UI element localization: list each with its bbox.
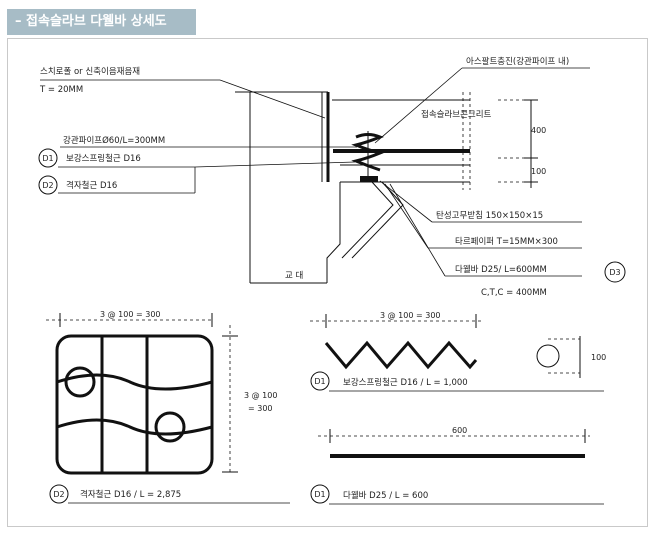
- grid-outer-loop: [55, 334, 214, 475]
- circle-d2-label: D2: [42, 181, 53, 190]
- grid-dim-side-1: 3 @ 100: [244, 391, 277, 400]
- spring-reinforcement: [351, 131, 385, 178]
- circle-d1: [38, 148, 58, 168]
- label-pipe: 강관파이프Ø60/L=300MM: [63, 135, 165, 146]
- dim-100: 100: [531, 167, 546, 176]
- dowel-circle: [310, 484, 330, 504]
- grid-rebar-detail: 3 @ 100 = 300 3 @ 100 = 300 D2 격자철근 D16 …: [46, 310, 290, 504]
- spring-dim-top: 3 @ 100 = 300: [380, 311, 441, 320]
- dowel-dim-top: 600: [452, 426, 467, 435]
- label-dowel: 다웰바 D25/ L=600MM: [455, 264, 547, 275]
- spring-rebar-detail: 3 @ 100 = 300 100 D1 보강스프링철근 D16 / L = 1…: [310, 311, 606, 392]
- abutment-bracket-outline: [326, 182, 341, 283]
- grid-verticals: [100, 336, 149, 473]
- section-detail: 400 100 스치로폴 or 신축이음재음재 T = 20MM 강관파이프Ø6…: [38, 56, 626, 298]
- grid-loop-2: [154, 411, 186, 443]
- grid-label: 격자철근 D16 / L = 2,875: [80, 489, 181, 500]
- grid-dim-side-2: = 300: [248, 404, 273, 413]
- label-bearing: 탄성고무받침 150×150×15: [436, 210, 543, 221]
- circle-d1-label: D1: [42, 154, 53, 163]
- spring-dim-circle: 100: [591, 353, 606, 362]
- grid-curve-2: [56, 418, 213, 436]
- rubber-bearing: [360, 176, 378, 182]
- grid-circle: [49, 484, 69, 504]
- label-ctc: C,T,C = 400MM: [481, 288, 547, 298]
- spring-circle: [310, 371, 330, 391]
- circle-d2: [38, 175, 58, 195]
- dowel-label: 다웰바 D25 / L = 600: [343, 490, 428, 501]
- grid-circle-label: D2: [53, 490, 64, 499]
- circle-d3: [604, 261, 626, 283]
- label-t20: T = 20MM: [39, 85, 83, 95]
- label-d2-rebar: 격자철근 D16: [66, 180, 117, 191]
- page-title: – 접속슬라브 다웰바 상세도: [7, 9, 196, 35]
- grid-dim-top: 3 @ 100 = 300: [100, 310, 161, 319]
- corbel-outline: [341, 181, 394, 259]
- label-d1-rebar: 보강스프링철근 D16: [66, 153, 141, 164]
- dowel-circle-label: D1: [314, 490, 325, 499]
- label-slab-concrete: 접속슬라브콘크리트: [421, 109, 492, 120]
- spring-circle-section: [536, 344, 560, 368]
- spring-label: 보강스프링철근 D16 / L = 1,000: [343, 377, 468, 388]
- label-styrofoam: 스치로폴 or 신축이음재음재: [40, 66, 140, 77]
- label-tarpaper: 타르페이퍼 T=15MM×300: [455, 236, 558, 247]
- dowel-bar-detail: 600 D1 다웰바 D25 / L = 600: [310, 426, 604, 505]
- spring-zigzag: [324, 340, 478, 370]
- label-abutment: 교 대: [285, 271, 303, 281]
- spring-circle-label: D1: [314, 377, 325, 386]
- grid-curve-1: [56, 373, 213, 391]
- circle-d3-label: D3: [609, 268, 620, 277]
- dim-400: 400: [531, 126, 546, 135]
- grid-loop-1: [64, 366, 96, 398]
- label-asphalt: 아스팔트충진(강관파이프 내): [466, 56, 569, 67]
